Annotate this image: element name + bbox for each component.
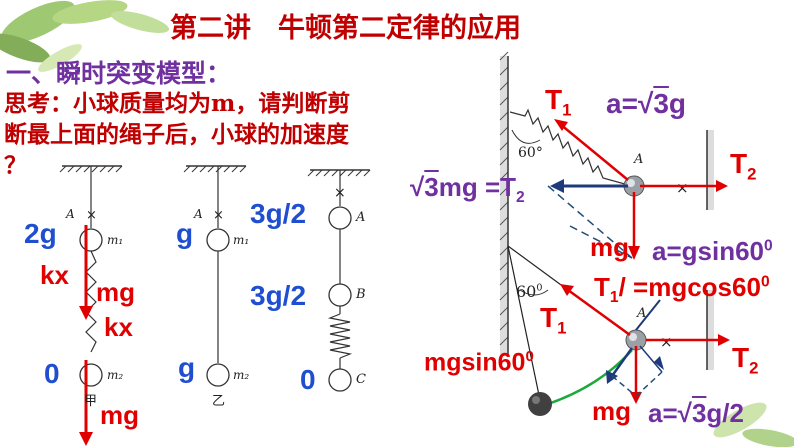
jia-force-kx-top: kx xyxy=(40,260,69,290)
rb-mg-label: mg xyxy=(592,396,631,426)
yi-accel-top: g xyxy=(176,218,194,249)
jia-force-mg-top: mg xyxy=(96,277,135,307)
bing-label-b: B xyxy=(356,287,366,302)
question-line2a: 断最上面的 xyxy=(4,121,119,148)
rt-ball-label: A xyxy=(634,152,644,167)
diagram-right-top: × xyxy=(499,51,728,356)
leaf-decoration-bottom xyxy=(713,402,794,447)
diagram-bing: × xyxy=(307,169,371,392)
question-line1: 小球质量均为m，请判断剪 xyxy=(73,90,351,117)
rb-angle-label: 600 xyxy=(516,282,543,301)
jia-label-a: A xyxy=(66,207,75,221)
yi-label-a: A xyxy=(194,207,203,221)
rb-ball-label: A xyxy=(637,306,647,321)
svg-text:×: × xyxy=(334,185,346,201)
rt-mg-label: mg xyxy=(590,232,629,262)
jia-caption: 甲 xyxy=(84,394,98,409)
jia-accel-bottom: 0 xyxy=(44,358,60,389)
jia-label-m2: m₂ xyxy=(107,368,124,382)
yi-label-m1: m₁ xyxy=(233,233,250,247)
page-title: 第二讲 牛顿第二定律的应用 xyxy=(170,13,521,44)
bing-label-a: A xyxy=(356,210,366,225)
diagram-yi: × xyxy=(183,165,247,387)
question-text: 思考：小球质量均为m，请判断剪 断最上面的绳子后，小球的加速度 ？ xyxy=(4,88,490,181)
question-label: 思考： xyxy=(4,90,73,117)
leaf-decoration xyxy=(0,0,170,72)
jia-force-mg-bottom: mg xyxy=(100,400,139,430)
yi-label-m2: m₂ xyxy=(233,368,250,382)
rt-angle-label: 60° xyxy=(518,145,543,161)
rb-t1-label: T1 xyxy=(540,302,567,338)
svg-text:×: × xyxy=(86,208,97,223)
rt-accel2-label: a=gsin600 xyxy=(652,236,773,266)
section-heading: 一、瞬时突变模型： xyxy=(6,59,232,88)
bing-label-c: C xyxy=(356,372,366,387)
svg-text:×: × xyxy=(660,333,673,351)
bing-accel-b: 3g/2 xyxy=(250,280,307,311)
diagram-jia: × xyxy=(59,165,123,446)
rb-t1p-label: T1/ =mgcos600 xyxy=(594,272,770,307)
rb-accel-label: a=√3g/2 xyxy=(648,398,744,428)
jia-accel-top: 2g xyxy=(24,218,57,249)
svg-text:×: × xyxy=(676,179,689,197)
question-line2b: 绳子后，小球的加速度 xyxy=(119,121,349,148)
svg-text:×: × xyxy=(213,208,224,223)
bing-accel-c: 0 xyxy=(300,364,316,395)
jia-force-kx-bottom: kx xyxy=(104,312,133,342)
rb-t2-label: T2 xyxy=(732,342,759,378)
jia-label-m1: m₁ xyxy=(107,233,124,247)
rt-equation: √3mg =T2 xyxy=(410,172,525,207)
rt-t1-label: T1 xyxy=(545,84,572,120)
diagram-right-bottom: × xyxy=(507,245,730,416)
yi-accel-bottom: g xyxy=(178,352,196,383)
bing-accel-a: 3g/2 xyxy=(250,198,307,229)
rt-t2-label: T2 xyxy=(730,148,757,184)
question-line3: ？ xyxy=(4,152,27,179)
rt-accel-label: a=√3g xyxy=(606,88,686,119)
rb-mgsin-label: mgsin600 xyxy=(424,348,534,377)
yi-caption: 乙 xyxy=(212,394,226,409)
